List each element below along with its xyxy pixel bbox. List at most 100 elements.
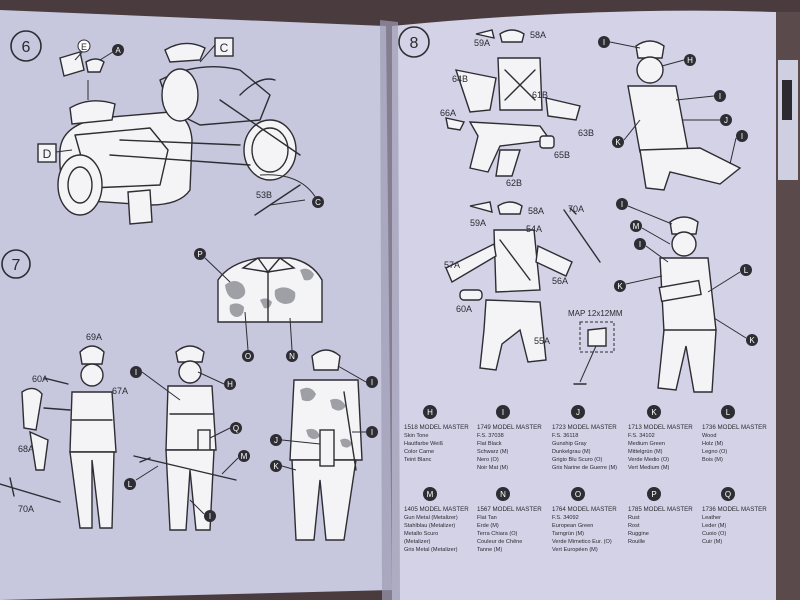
part-60a-8: 60A xyxy=(456,304,472,314)
paint-code-badge xyxy=(496,487,510,501)
paint-name-line: Wood xyxy=(702,433,717,439)
paint-code: N xyxy=(500,490,506,499)
map-size-label: MAP 12x12MM xyxy=(568,309,623,318)
paint-name-line: Nero (O) xyxy=(477,457,499,463)
callout-i-8a: I xyxy=(603,38,605,47)
paint-brand-line: 1736 MODEL MASTER xyxy=(702,424,767,431)
paint-name-line: Mittelgrün (M) xyxy=(628,449,663,455)
paint-code-badge xyxy=(571,487,585,501)
callout-q: Q xyxy=(233,424,239,433)
paint-name-line: Grigio Blu Scuro (O) xyxy=(552,457,602,463)
callout-a: A xyxy=(115,46,121,55)
paint-name-line: Vert Européen (M) xyxy=(552,547,598,553)
part-63b: 63B xyxy=(578,128,594,138)
paint-name-line: Gris Metal (Metalizer) xyxy=(404,547,458,553)
camo-soldier-back xyxy=(289,349,363,541)
step-8-circle xyxy=(398,26,430,58)
paint-name-line: Tanne (M) xyxy=(477,547,502,553)
paint-brand-line: 1736 MODEL MASTER xyxy=(702,506,767,513)
paint-code: K xyxy=(651,408,657,417)
paint-brand-line: 1567 MODEL MASTER xyxy=(477,506,542,513)
seated-soldier-painted xyxy=(627,40,742,191)
part-68a: 68A xyxy=(18,444,34,454)
paint-name-line: Teint Blanc xyxy=(404,457,432,463)
part-70a: 70A xyxy=(18,504,34,514)
paint-name-line: Gris Narine de Guerre (M) xyxy=(552,465,617,471)
callout-h-8: H xyxy=(687,56,693,65)
seated-figure-exploded xyxy=(445,29,581,177)
paint-name-line: Skin Tone xyxy=(404,433,428,439)
step-7-number: 7 xyxy=(12,257,21,274)
jerry-can xyxy=(127,189,153,225)
paint-code: P xyxy=(651,490,656,499)
paint-brand-line: 1518 MODEL MASTER xyxy=(404,424,469,431)
paint-name-line: Schwarz (M) xyxy=(477,449,509,455)
paint-brand-line: 1749 MODEL MASTER xyxy=(477,424,542,431)
paint-name-line: Vert Medium (M) xyxy=(628,465,669,471)
callout-i-7b: I xyxy=(209,512,211,521)
paint-code-badge xyxy=(571,405,585,419)
callout-j-7: J xyxy=(274,436,278,445)
callout-k-8c: K xyxy=(749,336,755,345)
callout-l-7: L xyxy=(128,480,133,489)
part-69a: 69A xyxy=(86,332,102,342)
part-58a-8b: 58A xyxy=(528,206,544,216)
part-55a: 55A xyxy=(534,336,550,346)
callout-k-8a: K xyxy=(615,138,621,147)
standing-soldier-painted xyxy=(657,216,717,393)
paint-name-line: Ruggine xyxy=(628,531,649,537)
paint-code: J xyxy=(576,408,580,417)
paint-name-line: Leder (M) xyxy=(702,523,726,529)
callout-m-8: M xyxy=(633,222,640,231)
paint-brand-line: 1723 MODEL MASTER xyxy=(552,424,617,431)
paint-code-badge xyxy=(721,405,735,419)
paint-name-line: Legno (O) xyxy=(702,449,727,455)
part-53b: 53B xyxy=(256,190,272,200)
paint-name-line: Erde (M) xyxy=(477,523,499,529)
map-inset xyxy=(573,321,615,385)
paint-code-badge xyxy=(647,405,661,419)
part-64b: 64B xyxy=(452,74,468,84)
map-dashed-box xyxy=(579,321,615,353)
paint-code: O xyxy=(575,490,581,499)
paint-brand-line: 1764 MODEL MASTER xyxy=(552,506,617,513)
paint-name-line: Rouille xyxy=(628,539,645,545)
paint-name-line: Metallo Scuro xyxy=(404,531,438,537)
callout-box-d: D xyxy=(43,147,52,161)
seat-parts xyxy=(69,100,116,125)
paint-name-line: Noir Mat (M) xyxy=(477,465,508,471)
callout-n: N xyxy=(289,352,295,361)
part-66a: 66A xyxy=(440,108,456,118)
part-65b: 65B xyxy=(554,150,570,160)
paint-name-line: Medium Green xyxy=(628,441,665,447)
callout-j-8: J xyxy=(724,116,728,125)
soldier-with-rifle xyxy=(133,345,237,531)
callout-box-c: C xyxy=(220,41,229,55)
callout-i-7a: I xyxy=(135,368,137,377)
paint-name-line: F.S. 34092 xyxy=(552,515,579,521)
step-8: 8 59A 58A 64B 61B 66A 65B 62B 63B xyxy=(398,26,758,393)
part-58a-8a: 58A xyxy=(530,30,546,40)
paint-name-line: Holz (M) xyxy=(702,441,723,447)
callout-e: E xyxy=(81,42,87,52)
step-6: 6 E A xyxy=(10,30,324,225)
callout-c: C xyxy=(315,198,321,207)
camo-tunic-drawing xyxy=(217,257,323,323)
callout-p: P xyxy=(197,250,202,259)
paint-brand-line: 1785 MODEL MASTER xyxy=(628,506,693,513)
paint-name-line: Terra Chiara (O) xyxy=(477,531,518,537)
soldier-assembly-7 xyxy=(0,345,117,529)
step-8-number: 8 xyxy=(410,35,419,52)
paint-name-line: Verde Medio (O) xyxy=(628,457,669,463)
paint-name-line: Gunship Gray xyxy=(552,441,587,447)
